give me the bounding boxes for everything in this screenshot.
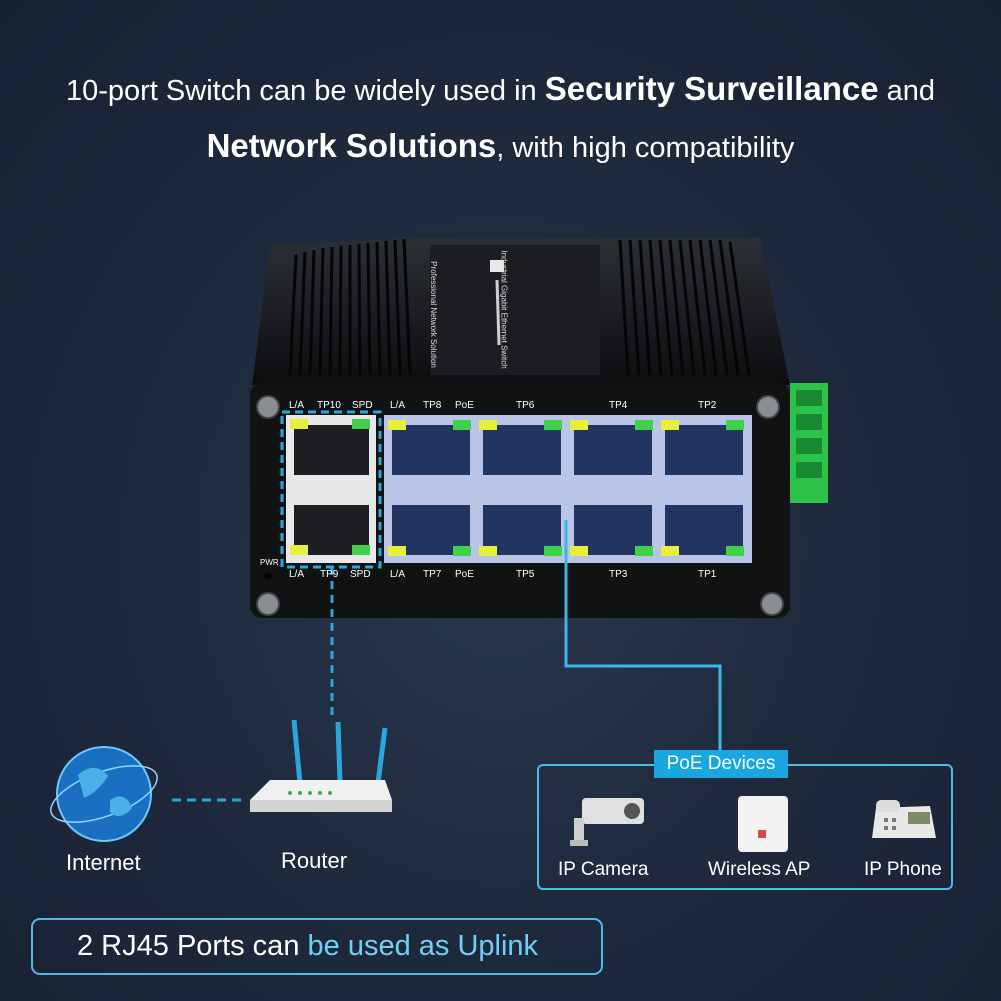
pwr-led	[264, 572, 272, 580]
uplink-text-a: 2 RJ45 Ports can	[77, 930, 308, 962]
label-tp7: TP7	[423, 569, 442, 580]
poe-devices-title: PoE Devices	[654, 750, 788, 778]
label-tp1: TP1	[698, 569, 717, 580]
label-pwr: PWR	[260, 558, 279, 567]
headline-line-1: 10-port Switch can be widely used in Sec…	[0, 70, 1001, 108]
headline-line2-post: , with high compatibility	[496, 132, 795, 164]
headline-line1-pre: 10-port Switch can be widely used in	[65, 75, 545, 107]
ip-camera-icon	[570, 798, 644, 846]
wireless-ap-label: Wireless AP	[708, 859, 811, 880]
label-tp4: TP4	[609, 400, 628, 411]
label-la-bottom-left: L/A	[289, 569, 305, 580]
switch-top-label-2: Professional Network Solution	[428, 261, 438, 368]
heat-fins-left	[288, 238, 412, 376]
switch-label-plate	[430, 245, 600, 375]
heat-fins-right	[618, 239, 751, 376]
label-tp6: TP6	[516, 400, 535, 411]
label-tp2: TP2	[698, 400, 717, 411]
label-spd-bottom: SPD	[350, 569, 371, 580]
label-tp5: TP5	[516, 569, 535, 580]
label-tp3: TP3	[609, 569, 628, 580]
label-spd-top: SPD	[352, 400, 373, 411]
uplink-callout: 2 RJ45 Ports can be used as Uplink	[31, 918, 603, 975]
router-icon	[250, 719, 392, 812]
uplink-rj45-ports	[290, 419, 370, 555]
uplink-text-b: be used as Uplink	[307, 930, 539, 962]
headline-line1-post: and	[878, 75, 936, 107]
headline-line2-bold: Network Solutions	[206, 127, 497, 164]
label-tp8: TP8	[423, 400, 442, 411]
screws	[256, 395, 784, 616]
ip-camera-label: IP Camera	[558, 859, 649, 880]
ip-phone-label: IP Phone	[864, 859, 942, 880]
globe-icon	[50, 746, 158, 842]
ip-phone-icon	[872, 800, 936, 838]
label-la-top-mid: L/A	[390, 400, 406, 411]
wireless-ap-icon	[738, 796, 788, 852]
poe-connector-line	[564, 520, 722, 752]
label-la-top-left: L/A	[289, 400, 305, 411]
label-tp10: TP10	[317, 400, 341, 411]
label-poe-top: PoE	[455, 400, 474, 411]
internet-label: Internet	[66, 850, 141, 875]
router-label: Router	[281, 848, 348, 873]
headline-line-2: Network Solutions, with high compatibili…	[0, 127, 1001, 165]
label-la-bottom-mid: L/A	[390, 569, 406, 580]
port-leds	[388, 420, 744, 556]
label-poe-bottom: PoE	[455, 569, 474, 580]
label-tp9: TP9	[320, 569, 339, 580]
switch-top-label-1: Industrial Gigabit Ethernet Switch	[499, 250, 509, 369]
headline-line1-bold: Security Surveillance	[544, 70, 879, 107]
